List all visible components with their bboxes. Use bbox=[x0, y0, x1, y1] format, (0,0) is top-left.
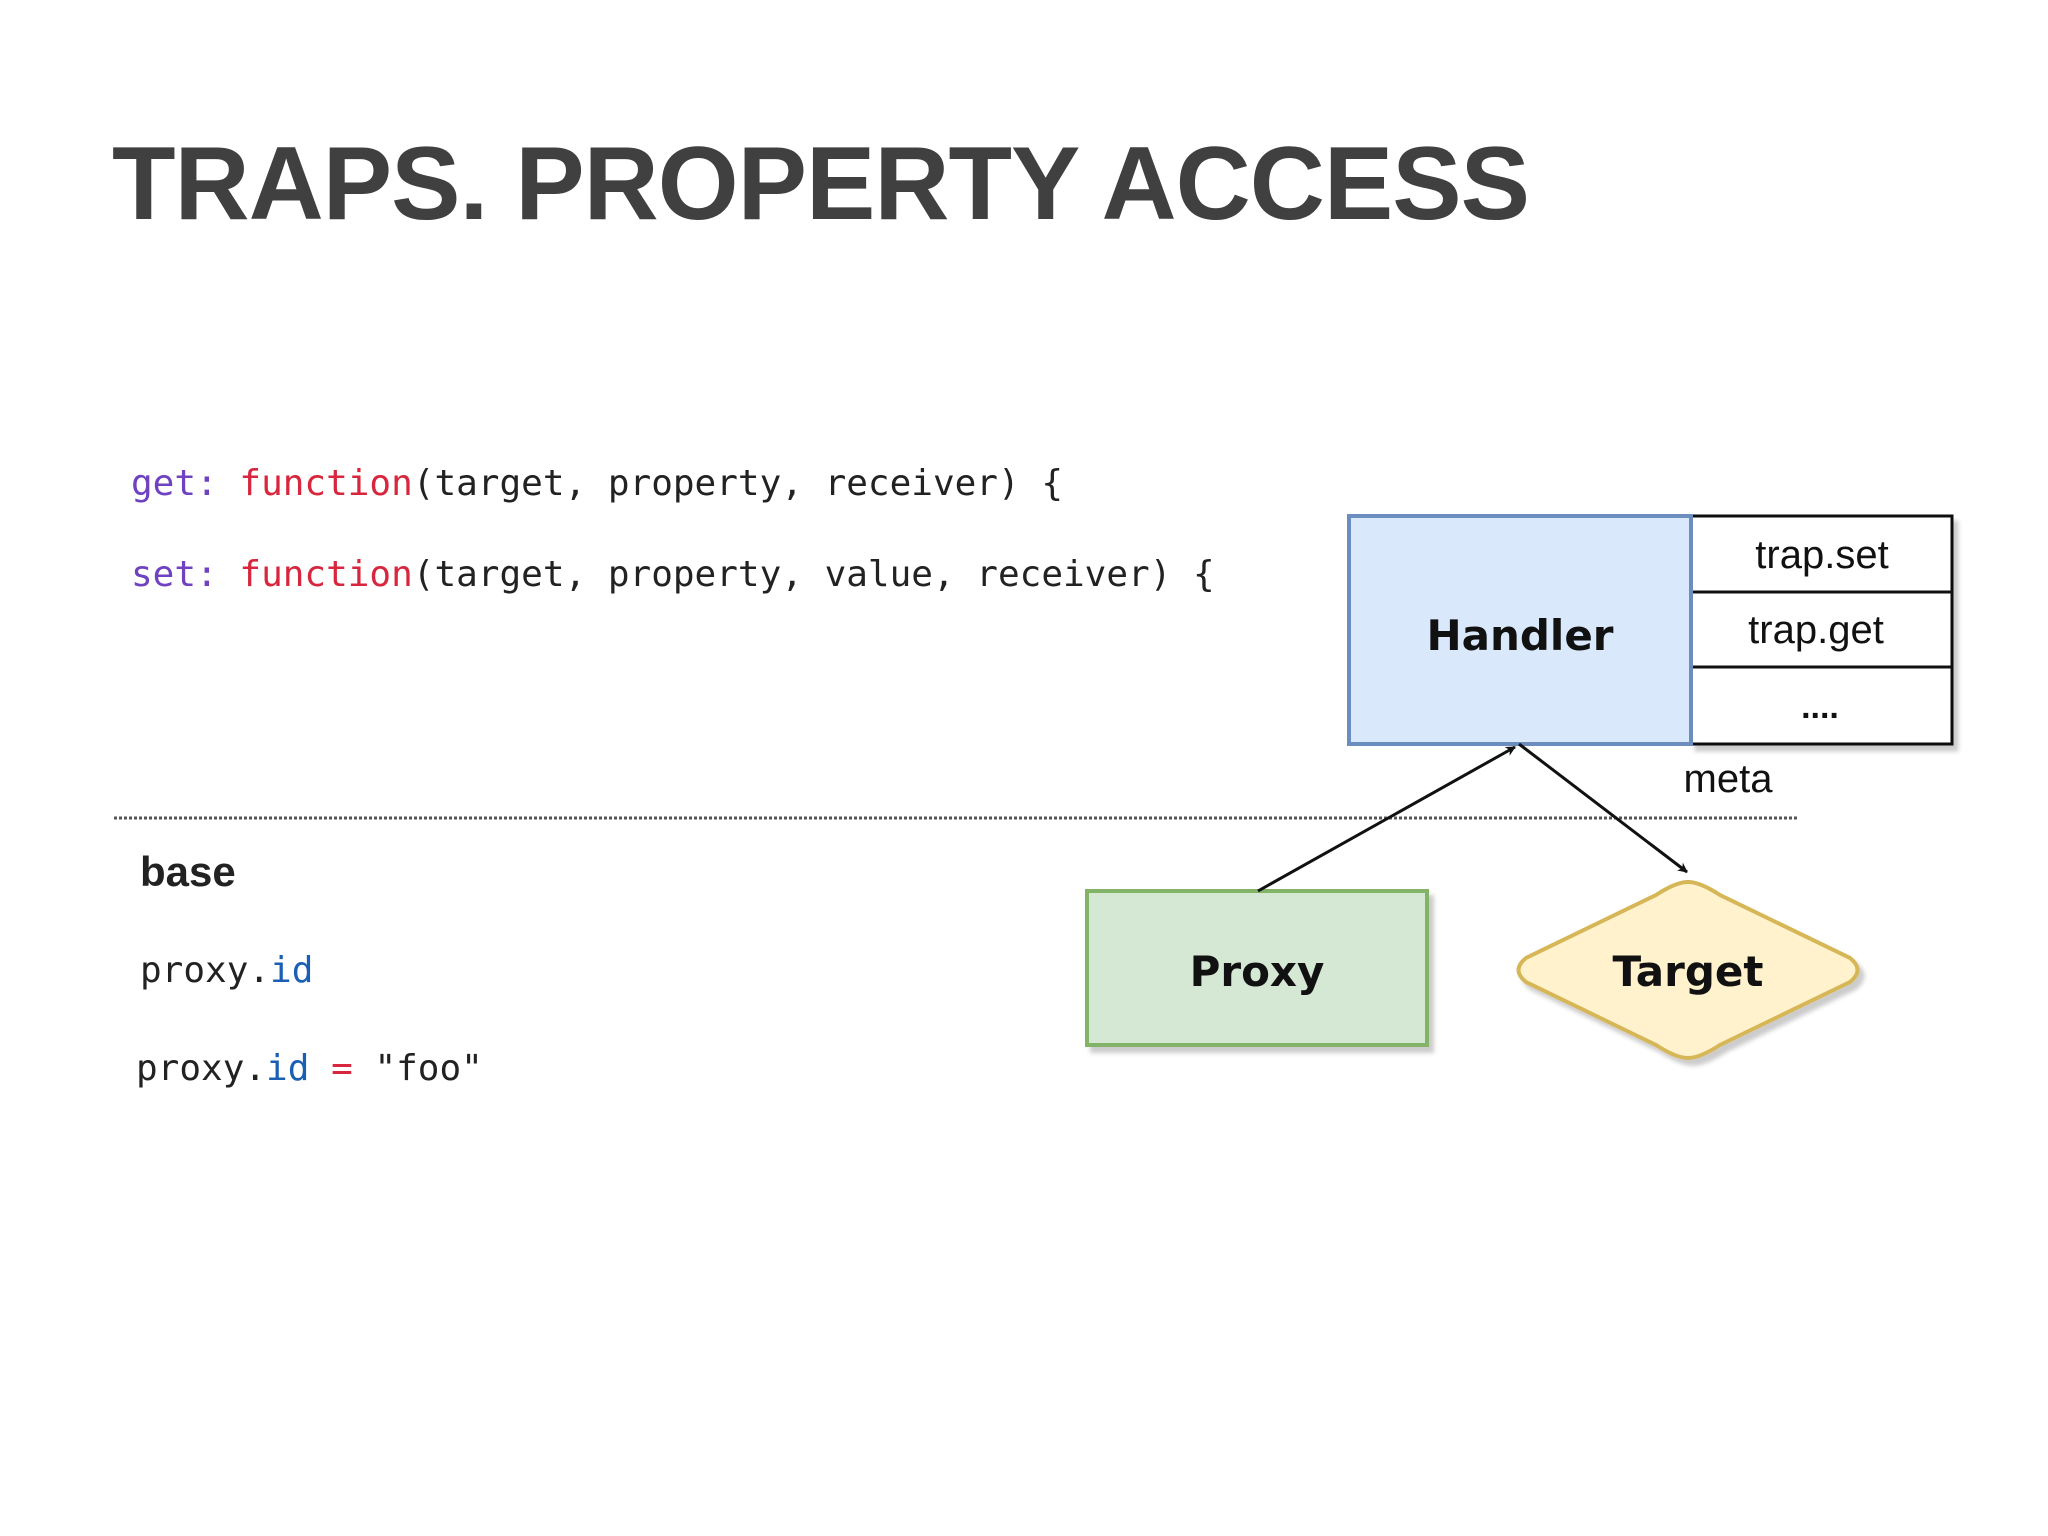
code-proxy-get: proxy.id bbox=[140, 950, 313, 991]
proxy-label: Proxy bbox=[1190, 947, 1325, 996]
target-diamond bbox=[1516, 879, 1860, 1061]
trap-set-label: trap.set bbox=[1755, 533, 1888, 577]
code-args: (target, property, receiver) { bbox=[412, 463, 1063, 504]
base-label: base bbox=[140, 848, 236, 895]
code-key: set: bbox=[131, 554, 218, 595]
code-string: "foo" bbox=[374, 1048, 483, 1089]
handler-to-target-arrow bbox=[1518, 742, 1688, 874]
proxy-to-handler-arrow bbox=[1257, 745, 1516, 893]
code-keyword: function bbox=[239, 463, 413, 504]
proxy-box bbox=[1085, 889, 1429, 1047]
code-key: get: bbox=[131, 463, 218, 504]
code-obj: proxy. bbox=[136, 1048, 267, 1089]
code-prop: id bbox=[270, 950, 314, 991]
code-proxy-set: proxy.id = "foo" bbox=[136, 1048, 483, 1089]
code-args: (target, property, value, receiver) { bbox=[412, 554, 1215, 595]
code-get-line: get: function(target, property, receiver… bbox=[131, 463, 1063, 504]
code-keyword: function bbox=[239, 554, 413, 595]
code-obj: proxy. bbox=[140, 950, 271, 991]
trap-more-label: .... bbox=[1801, 688, 1839, 726]
code-set-line: set: function(target, property, value, r… bbox=[131, 554, 1215, 595]
code-op: = bbox=[309, 1048, 375, 1089]
page-title: TRAPS. PROPERTY ACCESS bbox=[112, 126, 1530, 242]
trap-get-label: trap.get bbox=[1748, 608, 1884, 652]
code-prop: id bbox=[266, 1048, 310, 1089]
target-label: Target bbox=[1613, 947, 1764, 996]
meta-label: meta bbox=[1684, 757, 1774, 801]
trap-table bbox=[1689, 514, 1954, 746]
handler-label: Handler bbox=[1426, 611, 1613, 660]
